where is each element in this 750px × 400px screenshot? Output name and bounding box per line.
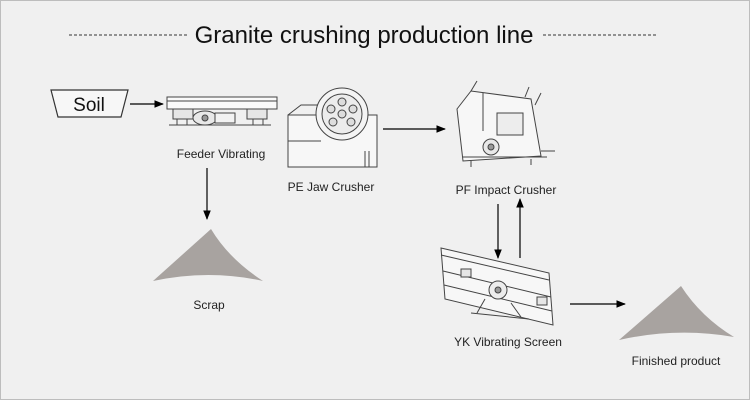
diagram-title: Granite crushing production line xyxy=(195,22,534,49)
soil-shape xyxy=(50,89,129,118)
impact-crusher-label: PF Impact Crusher xyxy=(456,183,557,197)
finished-pile xyxy=(619,286,734,340)
scrap-pile xyxy=(153,229,263,281)
soil-node: Soil xyxy=(50,89,129,118)
jaw-crusher-label: PE Jaw Crusher xyxy=(288,180,375,194)
title-group: Granite crushing production line xyxy=(69,22,656,49)
feeder-label: Feeder Vibrating xyxy=(177,147,266,161)
feeder-machine-icon xyxy=(166,96,278,126)
soil-label: Soil xyxy=(73,95,105,116)
jaw-crusher-icon xyxy=(287,87,378,168)
vibrating-screen-label: YK Vibrating Screen xyxy=(454,335,562,349)
finished-label: Finished product xyxy=(632,354,721,368)
scrap-label: Scrap xyxy=(193,298,225,312)
impact-crusher-icon xyxy=(456,80,555,167)
vibrating-screen-icon xyxy=(440,247,554,326)
